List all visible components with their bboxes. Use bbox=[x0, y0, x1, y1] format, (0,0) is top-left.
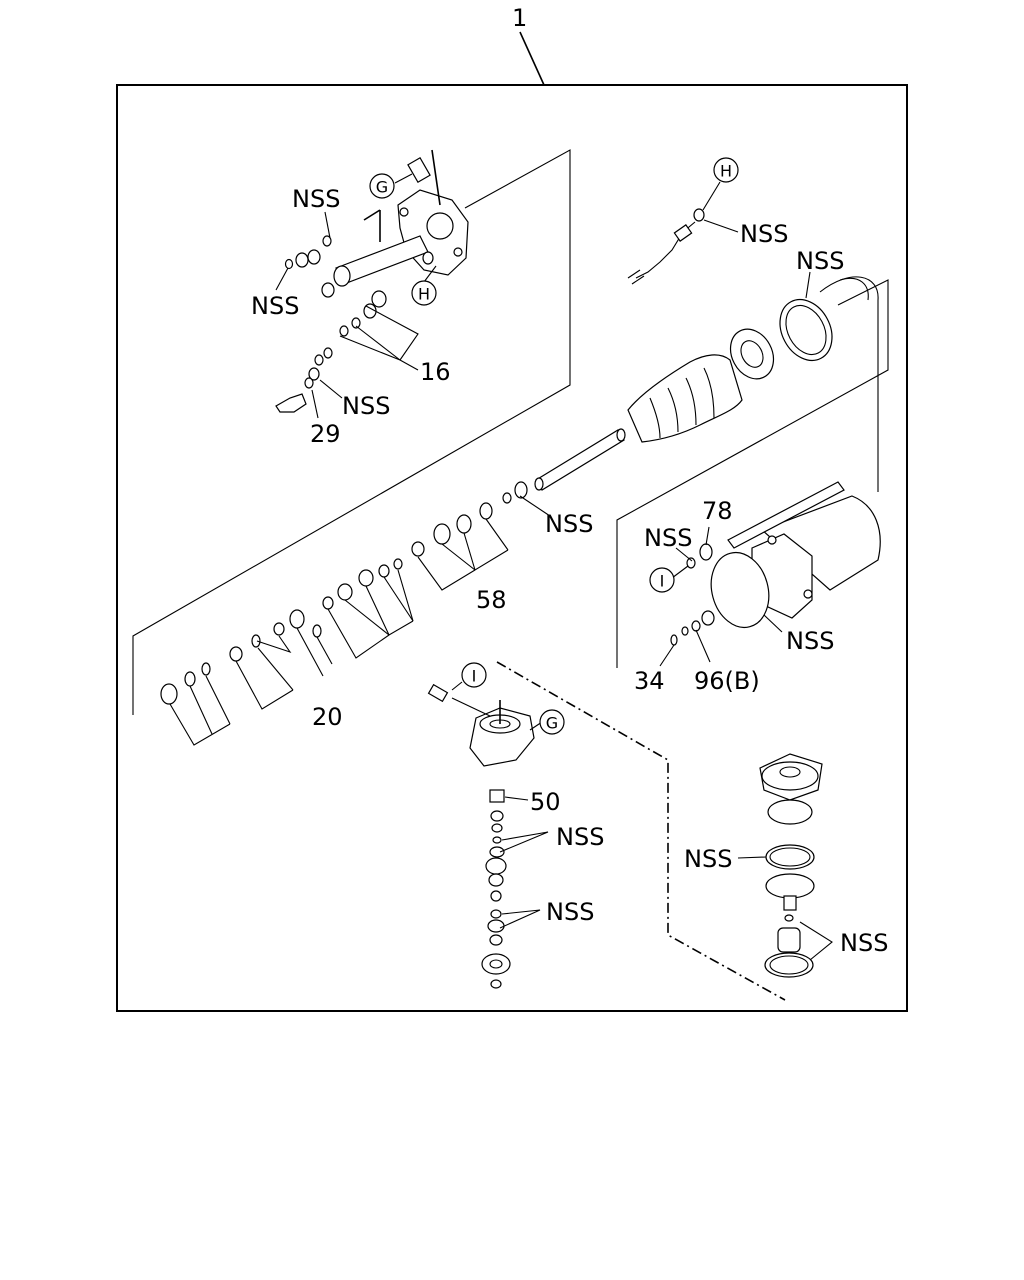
label-nss: NSS bbox=[342, 392, 390, 420]
label-nss: NSS bbox=[840, 929, 888, 957]
piston-rod bbox=[502, 428, 626, 504]
label-nss: NSS bbox=[786, 627, 834, 655]
callout-g-upper: G bbox=[369, 173, 395, 199]
label-part-96b: 96(B) bbox=[694, 667, 760, 695]
label-part-34: 34 bbox=[634, 667, 665, 695]
valve-housing-upper bbox=[275, 149, 469, 413]
label-assembly-1: 1 bbox=[512, 4, 527, 32]
svg-text:I: I bbox=[660, 572, 665, 591]
power-cylinder bbox=[670, 276, 881, 646]
label-part-16: 16 bbox=[420, 358, 451, 386]
callout-i-right: I bbox=[649, 567, 675, 593]
label-nss: NSS bbox=[292, 185, 340, 213]
callout-h-upper: H bbox=[713, 157, 739, 183]
control-valve-stack bbox=[427, 683, 535, 989]
label-nss: NSS bbox=[556, 823, 604, 851]
label-nss: NSS bbox=[545, 510, 593, 538]
callout-h-left: H bbox=[411, 280, 437, 306]
label-part-50: 50 bbox=[530, 788, 561, 816]
sensor-wire bbox=[627, 208, 705, 285]
leader-lines bbox=[275, 173, 833, 961]
group-outline-upper-left bbox=[132, 149, 571, 715]
label-part-78: 78 bbox=[702, 497, 733, 525]
label-part-58: 58 bbox=[476, 586, 507, 614]
label-part-29: 29 bbox=[310, 420, 341, 448]
svg-text:H: H bbox=[418, 285, 430, 304]
callout-g-lower: G bbox=[539, 709, 565, 735]
svg-text:I: I bbox=[472, 667, 477, 686]
group-outline-lower-right bbox=[496, 661, 786, 1001]
group-outline-right bbox=[616, 279, 889, 668]
label-part-20: 20 bbox=[312, 703, 343, 731]
label-nss: NSS bbox=[546, 898, 594, 926]
dust-boot bbox=[627, 298, 833, 443]
label-nss: NSS bbox=[644, 524, 692, 552]
svg-text:G: G bbox=[546, 714, 558, 733]
label-nss: NSS bbox=[740, 220, 788, 248]
relief-valve-stack bbox=[759, 753, 823, 978]
callout-i-lower: I bbox=[461, 662, 487, 688]
svg-text:G: G bbox=[376, 178, 388, 197]
label-nss: NSS bbox=[796, 247, 844, 275]
diagram-frame bbox=[116, 84, 908, 1012]
seal-kit-row bbox=[160, 502, 509, 746]
leader-assembly-1 bbox=[519, 31, 545, 86]
label-nss: NSS bbox=[251, 292, 299, 320]
label-nss: NSS bbox=[684, 845, 732, 873]
svg-text:H: H bbox=[720, 162, 732, 181]
